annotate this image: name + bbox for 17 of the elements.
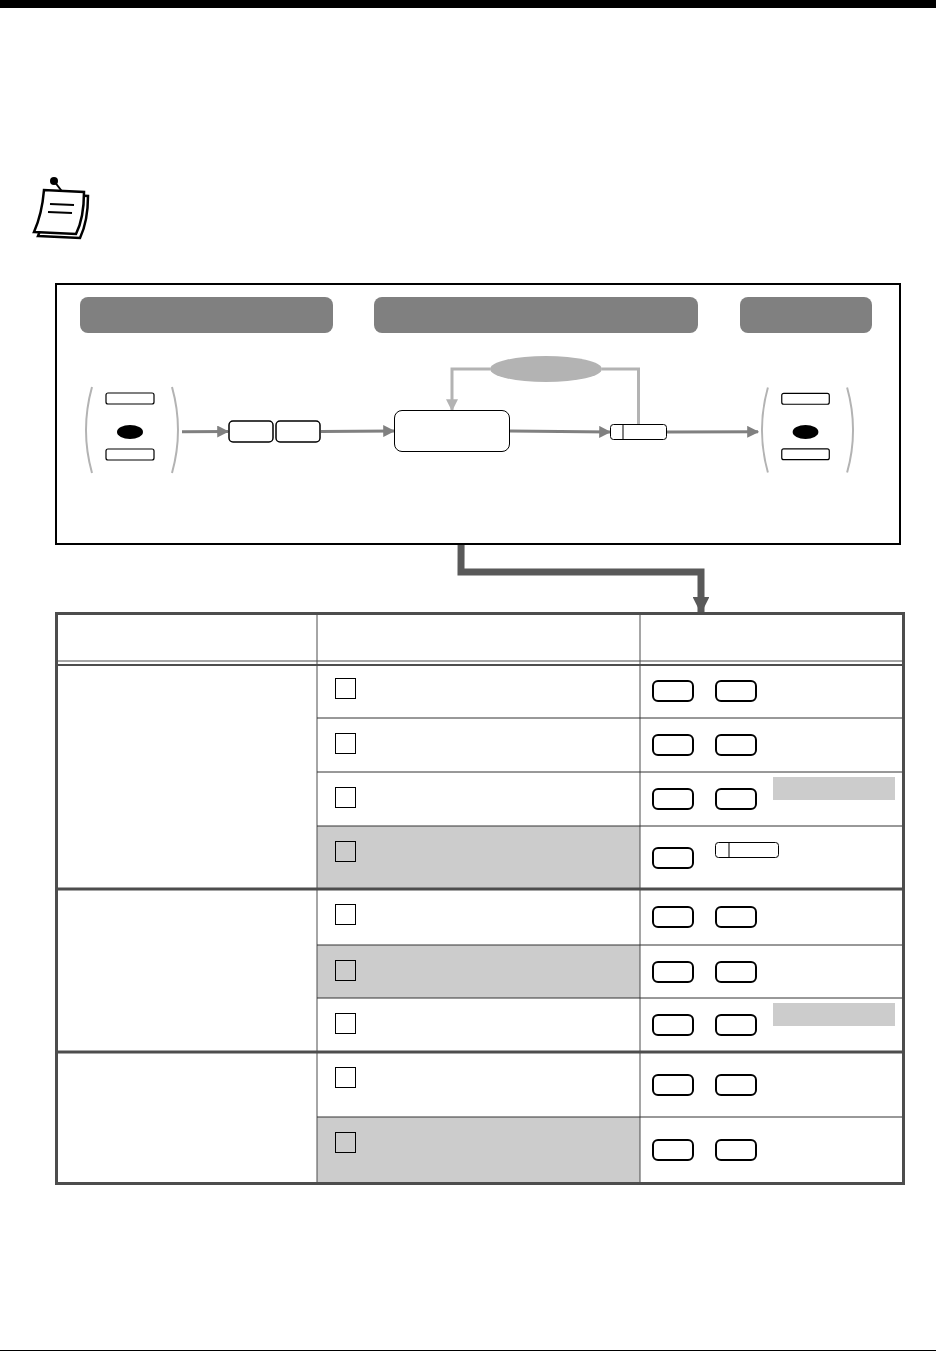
header-bar	[374, 297, 698, 333]
arrow	[667, 425, 760, 438]
arrow	[321, 425, 396, 438]
shaded-bar	[773, 1003, 895, 1026]
header-bar	[80, 297, 333, 333]
key-options-group	[82, 385, 182, 475]
arrow	[510, 425, 612, 438]
procedure-frame	[55, 283, 901, 545]
arrow	[182, 425, 230, 438]
display-box	[394, 410, 510, 452]
key-pair	[228, 420, 321, 443]
header-bar	[740, 297, 872, 333]
key-options-group	[758, 385, 857, 475]
store-key	[610, 424, 667, 440]
shaded-bar	[773, 777, 895, 800]
settings-table	[55, 612, 905, 1185]
arrow	[446, 367, 490, 412]
